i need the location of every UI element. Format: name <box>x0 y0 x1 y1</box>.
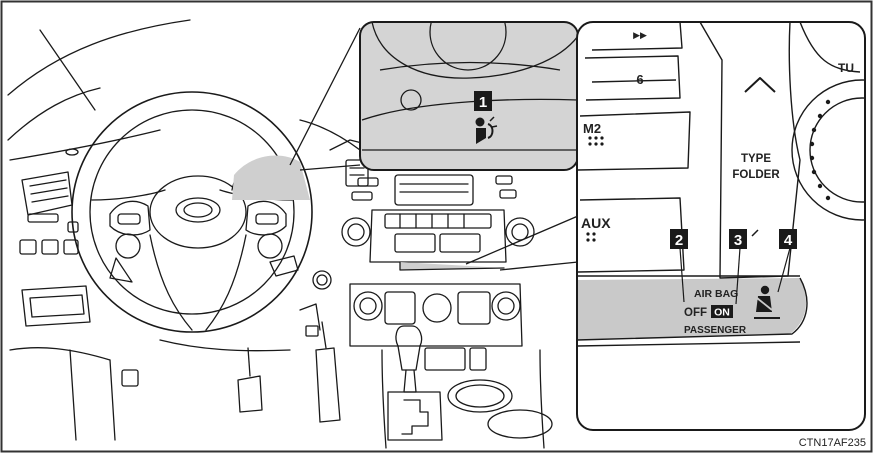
preset-6-label: 6 <box>636 72 643 87</box>
inset-leader-lines <box>289 27 361 171</box>
callout-4: 4 <box>779 229 797 249</box>
airbag-warning-icon <box>475 116 498 144</box>
cluster-inset <box>360 22 578 170</box>
audio-panel-inset-border <box>576 21 866 431</box>
type-folder-label-line2: FOLDER <box>732 169 780 181</box>
svg-text:3: 3 <box>734 232 742 249</box>
callout-1: 1 <box>474 91 492 111</box>
track-forward-icon: ▶▶ <box>633 30 647 40</box>
aux-label: AUX <box>581 215 611 231</box>
airbag-on-badge <box>711 305 733 318</box>
passenger-label: PASSENGER <box>684 325 747 336</box>
dashboard-drawing <box>7 19 553 449</box>
air-bag-label: AIR BAG <box>694 288 738 300</box>
figure-code: CTN17AF235 <box>799 437 866 449</box>
type-folder-label-line1: TYPE <box>741 153 771 165</box>
preset-m2-label: M2 <box>583 121 601 136</box>
dial-ridges <box>809 99 831 201</box>
svg-text:1: 1 <box>479 94 487 111</box>
audio-panel-inset: ▶▶ 6 M2 AUX TYPE FOLDER TU AIR BAG OFF O… <box>577 22 865 430</box>
preset-dot-grids <box>586 136 604 242</box>
svg-text:2: 2 <box>675 232 683 249</box>
seatbelt-reminder-icon <box>754 285 780 319</box>
cropped-label: TU <box>838 61 854 75</box>
panel-leader-lines <box>465 215 579 271</box>
callout-3: 3 <box>729 229 747 249</box>
airbag-off-label: OFF <box>684 307 707 319</box>
callout-2: 2 <box>670 229 688 249</box>
svg-text:4: 4 <box>784 232 793 249</box>
airbag-on-label: ON <box>714 307 730 319</box>
